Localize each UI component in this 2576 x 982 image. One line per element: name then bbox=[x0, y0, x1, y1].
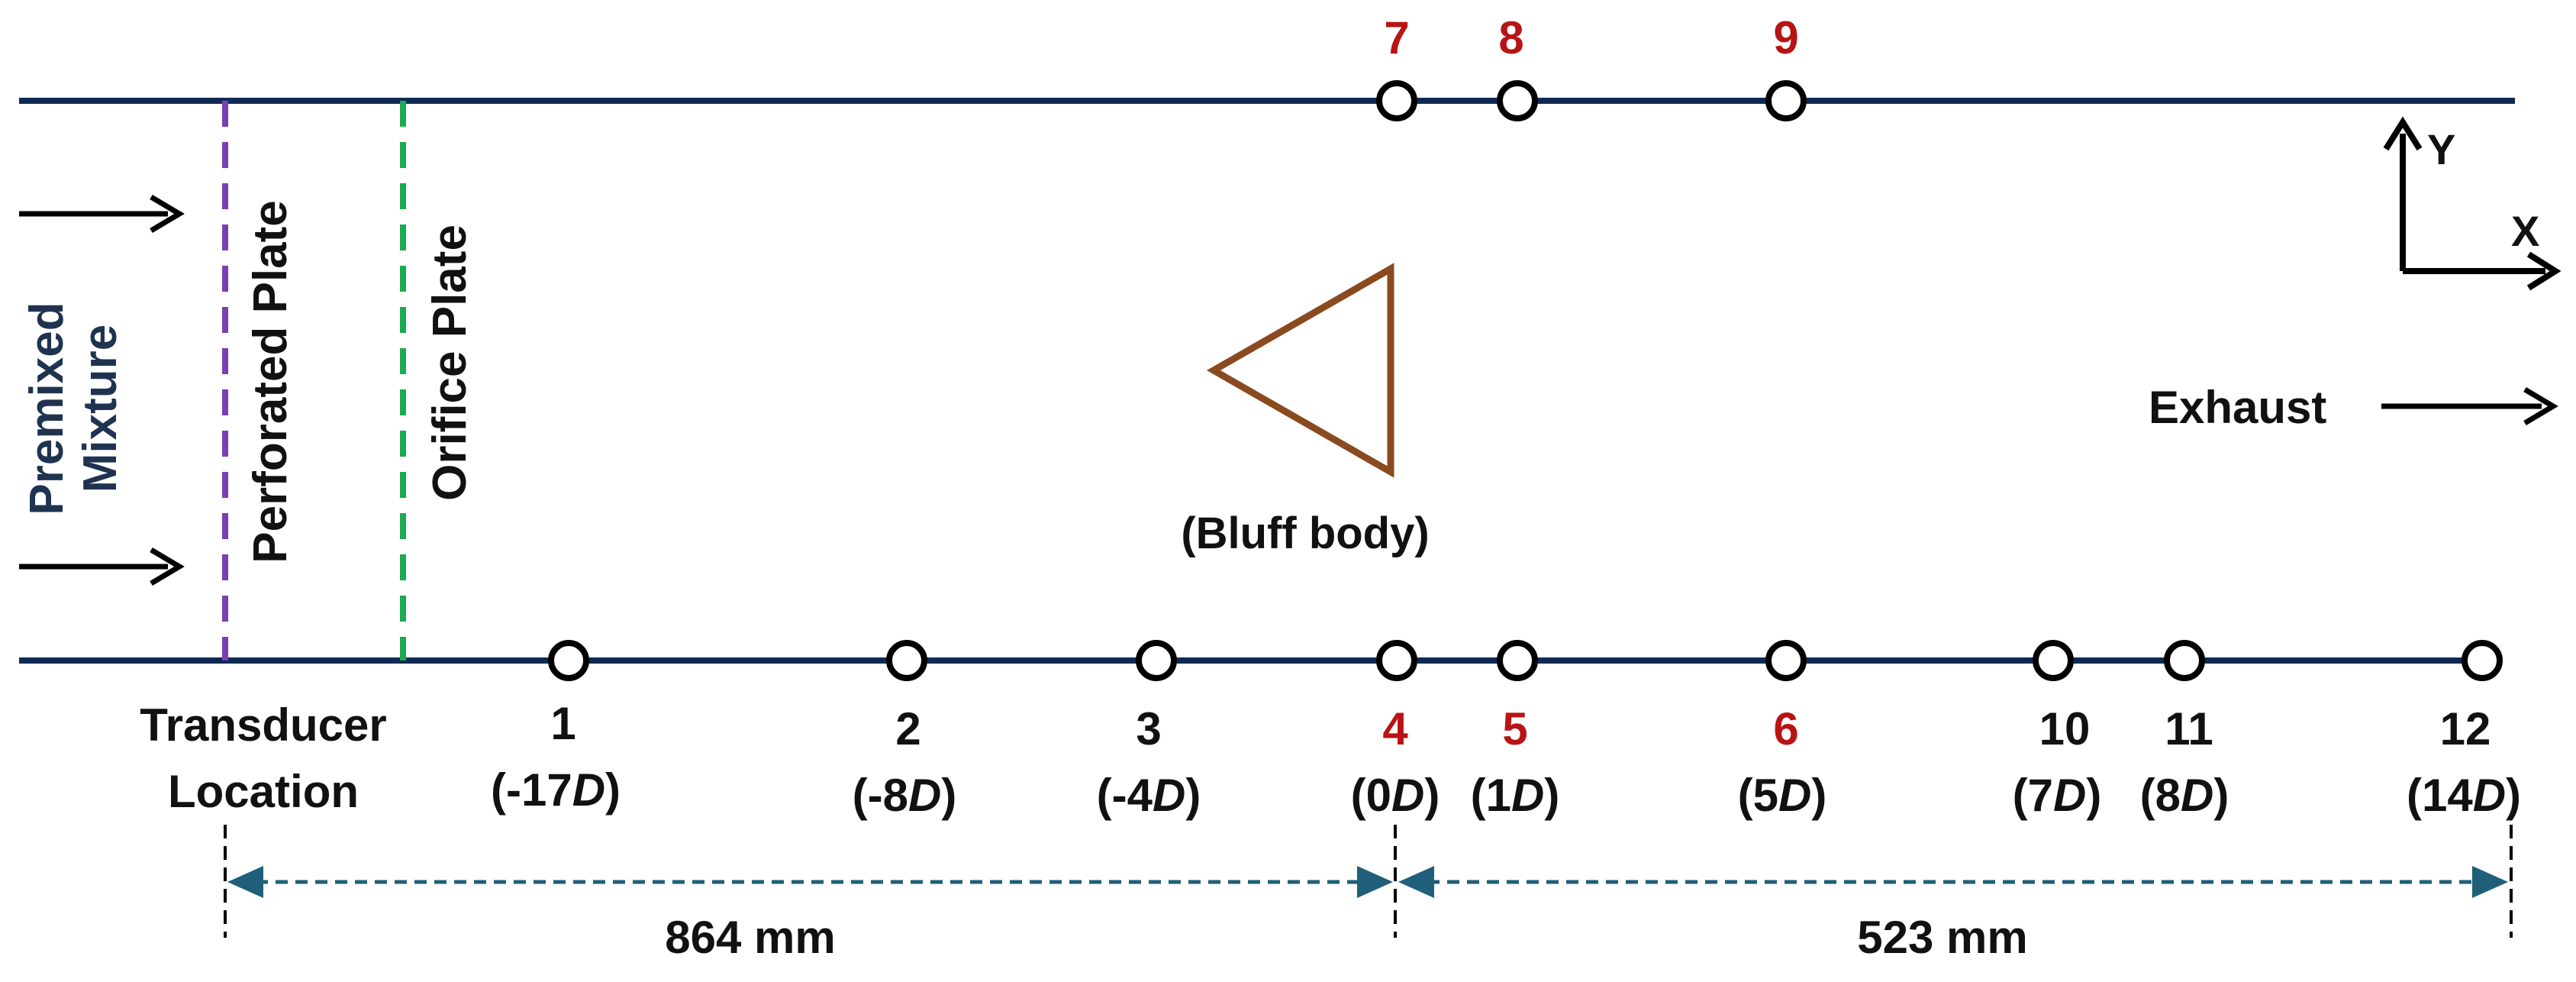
dimension-left-label: 864 mm bbox=[665, 912, 835, 963]
pressure-port-9 bbox=[1765, 80, 1807, 121]
bluff-body bbox=[1206, 263, 1394, 478]
transducer-label-line1: Transducer bbox=[140, 699, 386, 751]
perforated-plate-label: Perforated Plate bbox=[244, 200, 297, 564]
top-port: 7 bbox=[1376, 12, 1417, 121]
port-number-10: 10 bbox=[2039, 703, 2091, 754]
port-number-8: 8 bbox=[1498, 12, 1523, 63]
dimension-right-label: 523 mm bbox=[1857, 912, 2027, 963]
inlet-label-line2: Mixture bbox=[74, 325, 127, 493]
inlet-label: Premixed Mixture bbox=[21, 302, 127, 515]
port-offset-3: (-4D) bbox=[1097, 770, 1201, 821]
top-ports: 7 8 9 bbox=[1376, 12, 1807, 121]
port-number-1: 1 bbox=[550, 698, 575, 749]
port-offset-6: (5D) bbox=[1738, 770, 1827, 821]
x-axis-label: X bbox=[2511, 207, 2539, 255]
pressure-port-7 bbox=[1376, 80, 1417, 121]
inlet-arrow-upper bbox=[19, 194, 185, 234]
port-number-6: 6 bbox=[1773, 703, 1798, 754]
inlet-arrow-lower bbox=[19, 547, 185, 586]
top-port: 8 bbox=[1497, 12, 1538, 121]
port-number-3: 3 bbox=[1136, 703, 1161, 754]
pressure-port-10 bbox=[2033, 640, 2074, 681]
coordinate-axes bbox=[2383, 116, 2561, 291]
pressure-port-11 bbox=[2164, 640, 2205, 681]
port-offset-12: (14D) bbox=[2407, 770, 2521, 821]
port-number-7: 7 bbox=[1384, 12, 1409, 63]
y-axis-label: Y bbox=[2427, 125, 2455, 173]
orifice-plate-label: Orifice Plate bbox=[424, 225, 476, 501]
top-port: 9 bbox=[1765, 12, 1807, 121]
exhaust-label: Exhaust bbox=[2149, 382, 2326, 433]
pressure-port-12 bbox=[2462, 640, 2503, 681]
pressure-port-2 bbox=[886, 640, 927, 681]
port-offset-2: (-8D) bbox=[853, 770, 957, 821]
port-offset-5: (1D) bbox=[1471, 770, 1560, 821]
bluff-body-label: (Bluff body) bbox=[1181, 509, 1429, 558]
dimension-line-left bbox=[227, 866, 1393, 898]
dimension-line-right bbox=[1398, 866, 2508, 898]
port-number-11: 11 bbox=[2165, 703, 2213, 754]
port-number-12: 12 bbox=[2440, 703, 2491, 754]
port-number-9: 9 bbox=[1773, 12, 1798, 63]
pressure-port-8 bbox=[1497, 80, 1538, 121]
port-offset-1: (-17D) bbox=[491, 764, 621, 816]
exhaust-arrow bbox=[2381, 386, 2558, 426]
port-number-2: 2 bbox=[895, 703, 920, 754]
bottom-ports: 1 (-17D) 2 (-8D) 3 (-4D) 4 (0D) 5 (1D) 6… bbox=[491, 640, 2521, 821]
port-offset-10: (7D) bbox=[2013, 770, 2102, 821]
port-offset-11: (8D) bbox=[2140, 770, 2229, 821]
port-offset-4: (0D) bbox=[1351, 770, 1440, 821]
inlet-label-line1: Premixed bbox=[21, 302, 73, 515]
pressure-port-6 bbox=[1765, 640, 1807, 681]
pressure-port-4 bbox=[1376, 640, 1417, 681]
transducer-label-line2: Location bbox=[168, 766, 359, 817]
port-number-4: 4 bbox=[1382, 703, 1408, 754]
pressure-port-3 bbox=[1136, 640, 1177, 681]
pressure-port-1 bbox=[548, 640, 589, 681]
port-number-5: 5 bbox=[1502, 703, 1527, 754]
pressure-port-5 bbox=[1497, 640, 1538, 681]
